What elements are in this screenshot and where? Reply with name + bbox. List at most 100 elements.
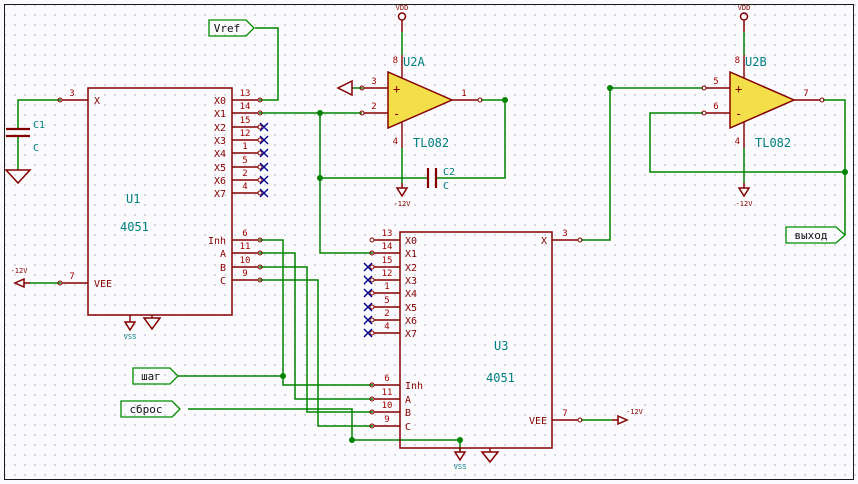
c2-capacitor[interactable]: C2 C	[426, 167, 455, 192]
gnd-icon	[142, 317, 162, 331]
pin-number: 12	[240, 129, 251, 139]
pin-number: 2	[371, 102, 376, 112]
u2b-ref: U2B	[745, 55, 767, 69]
wire-a-net[interactable]	[259, 252, 373, 400]
u2a-ref: U2A	[403, 55, 425, 69]
u2b-body[interactable]	[729, 70, 796, 130]
pin-number: 4	[242, 182, 247, 192]
u2a-pins	[364, 55, 478, 148]
pin-number: 7	[562, 409, 567, 419]
wire-b-net[interactable]	[259, 266, 373, 413]
pin-number: 7	[803, 89, 808, 99]
neg12v-arrow-icon	[737, 183, 751, 198]
pin-number: 10	[240, 256, 251, 266]
minus-input-sign: -	[393, 107, 400, 121]
u1-symbol[interactable]: U1 4051 3 X 7 VEE 13 14 15 12 1 5 2 4 6 …	[57, 87, 263, 322]
label-outline	[120, 400, 181, 418]
global-label-reset[interactable]: сброс	[120, 400, 181, 418]
sheet-border	[4, 4, 854, 480]
wire-vref[interactable]	[255, 27, 279, 101]
vss-symbol-u3[interactable]: VSS	[453, 451, 500, 471]
pin-number: 7	[69, 272, 74, 282]
neg12v-symbol-u2b[interactable]: -12V	[736, 183, 754, 208]
u2a-symbol[interactable]: + - 3 2 1 8 4 U2A TL082	[359, 55, 483, 150]
wire-integrator-node[interactable]	[259, 112, 427, 254]
u2b-value: TL082	[755, 136, 791, 150]
c1-ref: C1	[33, 120, 45, 131]
no-connect-icon[interactable]	[259, 122, 269, 198]
power-label: -12V	[736, 200, 754, 208]
plus-input-sign: +	[735, 82, 742, 96]
u3-pins	[374, 239, 578, 452]
neg12v-symbol-left[interactable]: -12V	[11, 267, 30, 289]
pin-name: X1	[405, 249, 417, 260]
pin-number: 1	[384, 282, 389, 292]
neg12v-arrow-icon	[612, 414, 629, 426]
power-label: -12V	[626, 408, 644, 416]
pin-number: 4	[393, 137, 398, 147]
label-text: шаг	[141, 370, 161, 383]
vdd-symbol-u2b[interactable]: VDD	[738, 4, 751, 32]
u3-ref: U3	[494, 339, 508, 353]
neg12v-arrow-icon	[13, 277, 30, 289]
pin-number: 11	[240, 242, 251, 252]
pin-number: 6	[242, 229, 247, 239]
pin-number: 14	[382, 242, 393, 252]
global-label-vref[interactable]: Vref	[208, 19, 255, 37]
global-label-output[interactable]: выход	[785, 226, 846, 244]
neg12v-symbol-u3[interactable]: -12V	[612, 408, 644, 426]
u3-symbol[interactable]: U3 4051 13 14 15 12 1 5 2 4 6 11 10 9 X0…	[369, 229, 583, 452]
label-text: выход	[794, 229, 827, 242]
vss-symbol-u1[interactable]: VSS	[123, 317, 162, 341]
neg12v-symbol-u2a[interactable]: -12V	[394, 183, 412, 208]
u2a-body[interactable]	[387, 70, 454, 130]
pin-name: X7	[405, 329, 417, 340]
u1-body[interactable]	[87, 87, 233, 316]
power-label: VSS	[124, 333, 137, 341]
c1-capacitor[interactable]: C1 C	[6, 120, 45, 154]
power-label: VSS	[454, 463, 467, 471]
wire-reset-net[interactable]	[188, 408, 461, 452]
pin-name: X4	[405, 289, 417, 300]
pin-number: 5	[384, 296, 389, 306]
pin-number: 6	[384, 374, 389, 384]
pin-number: 11	[382, 388, 393, 398]
pin-name: X	[541, 236, 547, 247]
label-outline	[208, 19, 255, 37]
wire-u3x-buffer[interactable]	[581, 87, 703, 241]
input-arrow-icon[interactable]	[336, 79, 353, 97]
vdd-circle-icon	[739, 12, 749, 21]
c1-value: C	[33, 143, 39, 154]
wire-c-net[interactable]	[259, 279, 373, 427]
label-outline	[785, 226, 846, 244]
pin-name: A	[405, 395, 411, 406]
pin-number: 9	[384, 415, 389, 425]
vss-arrow-icon	[123, 321, 137, 332]
vdd-symbol-u2a[interactable]: VDD	[396, 4, 409, 32]
label-outline	[132, 367, 179, 385]
global-label-step[interactable]: шаг	[132, 367, 179, 385]
wire-c1-x[interactable]	[17, 99, 61, 170]
wire-inh-net[interactable]	[178, 239, 373, 386]
u3-value: 4051	[486, 371, 515, 385]
pin-number: 15	[240, 116, 251, 126]
wire-c2-output[interactable]	[437, 99, 506, 179]
pin-number: 10	[382, 401, 393, 411]
u3-pin-ends	[369, 237, 583, 429]
u3-body[interactable]	[399, 231, 553, 449]
gnd-icon[interactable]	[4, 169, 32, 185]
no-connect-icon[interactable]	[363, 262, 373, 338]
pin-number: 3	[371, 77, 376, 87]
u2b-symbol[interactable]: + - 5 6 7 8 4 U2B TL082	[701, 55, 825, 150]
wire-output[interactable]	[823, 99, 846, 235]
wires-layer[interactable]	[17, 27, 846, 452]
power-label: VDD	[738, 4, 751, 12]
junction-dots	[280, 85, 848, 443]
pin-number: 1	[461, 89, 466, 99]
pin-number: 2	[384, 309, 389, 319]
wire-u2b-feedback[interactable]	[649, 112, 845, 173]
u1-pins	[62, 99, 258, 322]
pin-name: X2	[214, 123, 226, 134]
pin-name: VEE	[94, 279, 112, 290]
label-text: сброс	[129, 403, 162, 416]
